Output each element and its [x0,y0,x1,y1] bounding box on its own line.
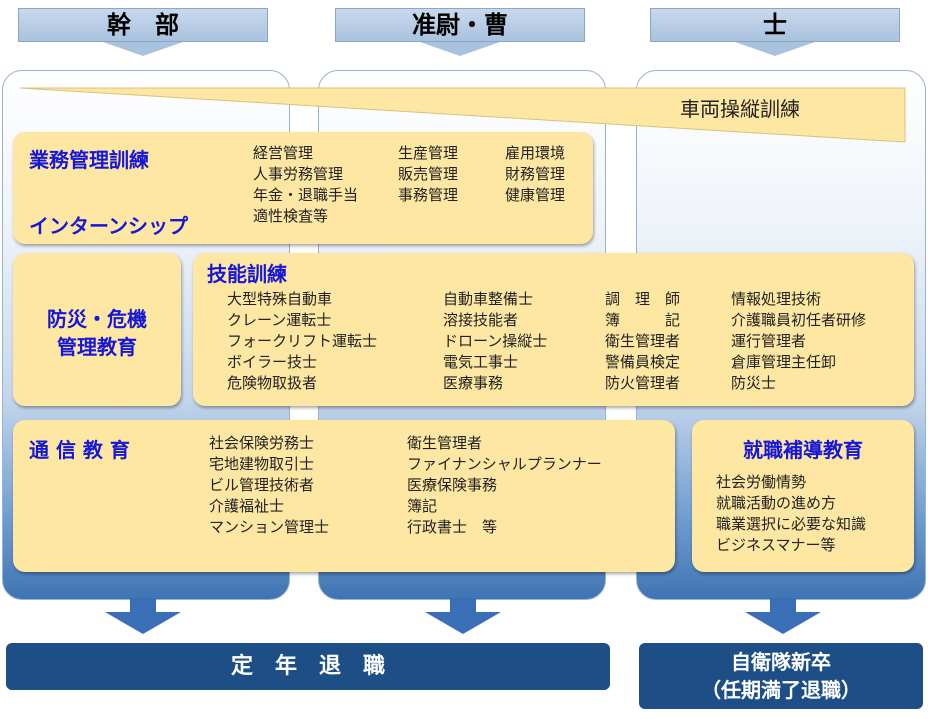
list-item: 衛生管理者 [407,434,483,452]
list-item: 就職活動の進め方 [716,494,837,512]
list-item: ファイナンシャルプランナー [407,455,602,473]
disaster-title-line1: 防災・危機 [47,307,147,331]
list-item: 宅地建物取引士 [209,455,315,473]
list-item: 職業選択に必要な知識 [716,515,867,533]
header-officers-arrow-icon [103,42,183,56]
header-warrant-nco-arrow-icon [420,42,500,56]
list-item: 社会労働情勢 [716,473,807,491]
business-training-title: 業務管理訓練 [29,148,149,172]
list-item: 自動車整備士 [443,290,534,308]
list-item: 危険物取扱者 [227,374,318,392]
list-item: 大型特殊自動車 [227,290,333,308]
list-item: 医療事務 [443,374,504,392]
list-item: 調 理 師 [605,290,681,308]
list-item: 倉庫管理主任卸 [731,353,837,371]
arrow-down-icon [745,612,821,634]
job-guidance-list: 社会労働情勢 就職活動の進め方 職業選択に必要な知識 ビジネスマナー等 [716,472,866,556]
list-item: 介護福祉士 [209,497,285,515]
list-item: 防火管理者 [605,374,681,392]
list-item: 生産管理 [398,144,459,162]
list-item: 情報処理技術 [731,290,822,308]
correspondence-col1: 社会保険労務士 宅地建物取引士 ビル管理技術者 介護福祉士 マンション管理士 [209,433,329,538]
internship-title: インターンシップ [29,214,188,238]
header-warrant-nco: 准尉・曹 [335,8,585,42]
business-col3: 雇用環境 財務管理 健康管理 [505,143,565,206]
list-item: 溶接技能者 [443,311,519,329]
list-item: マンション管理士 [209,518,330,536]
skills-col3: 調 理 師 簿 記 衛生管理者 警備員検定 防火管理者 [605,289,680,394]
list-item: 年金・退職手当 [253,186,359,204]
list-item: 電気工事士 [443,353,519,371]
list-item: 行政書士 等 [407,518,498,536]
list-item: ビル管理技術者 [209,476,315,494]
list-item: 適性検査等 [253,207,329,225]
list-item: 衛生管理者 [605,332,681,350]
list-item: フォークリフト運転士 [227,332,378,350]
list-item: ビジネスマナー等 [716,536,836,554]
business-col1: 経営管理 人事労務管理 年金・退職手当 適性検査等 [253,143,358,227]
sdf-graduate-line1: 自衛隊新卒 [731,650,831,674]
list-item: 簿 記 [605,311,681,329]
sdf-graduate-line2: （任期満了退職） [701,678,861,702]
list-item: 事務管理 [398,186,459,204]
business-training-panel: 業務管理訓練 インターンシップ 経営管理 人事労務管理 年金・退職手当 適性検査… [13,132,593,244]
arrow-nco-stem [450,598,476,612]
list-item: 警備員検定 [605,353,681,371]
list-item: 雇用環境 [505,144,566,162]
job-guidance-panel: 就職補導教育 社会労働情勢 就職活動の進め方 職業選択に必要な知識 ビジネスマナ… [692,420,914,572]
business-col2: 生産管理 販売管理 事務管理 [398,143,458,206]
vehicle-training-wedge [19,87,906,143]
disaster-title-line2: 管理教育 [57,335,137,359]
disaster-education-panel: 防災・危機 管理教育 [13,253,181,406]
list-item: ボイラー技士 [227,353,318,371]
correspondence-education-panel: 通 信 教 育 社会保険労務士 宅地建物取引士 ビル管理技術者 介護福祉士 マン… [13,420,675,572]
list-item: ドローン操縦士 [443,332,548,350]
header-enlisted-arrow-icon [735,42,815,56]
list-item: 運行管理者 [731,332,807,350]
vehicle-training-label: 車両操縦訓練 [680,97,800,121]
skills-training-title: 技能訓練 [207,262,287,286]
arrow-officers-stem [130,598,156,612]
arrow-enlisted-stem [770,598,796,612]
sdf-graduate-box: 自衛隊新卒 （任期満了退職） [639,643,923,709]
correspondence-col2: 衛生管理者 ファイナンシャルプランナー 医療保険事務 簿記 行政書士 等 [407,433,602,538]
list-item: クレーン運転士 [227,311,332,329]
skills-col2: 自動車整備士 溶接技能者 ドローン操縦士 電気工事士 医療事務 [443,289,547,394]
list-item: 介護職員初任者研修 [731,311,867,329]
correspondence-title: 通 信 教 育 [29,438,130,462]
list-item: 人事労務管理 [253,165,344,183]
list-item: 販売管理 [398,165,459,183]
list-item: 医療保険事務 [407,476,498,494]
list-item: 防災士 [731,374,777,392]
list-item: 経営管理 [253,144,314,162]
arrow-down-icon [105,612,181,634]
retirement-box: 定 年 退 職 [6,643,610,690]
skills-training-panel: 技能訓練 大型特殊自動車 クレーン運転士 フォークリフト運転士 ボイラー技士 危… [193,253,914,406]
job-guidance-title: 就職補導教育 [743,438,863,462]
arrow-down-icon [425,612,501,634]
header-enlisted: 士 [650,8,900,42]
list-item: 健康管理 [505,186,566,204]
header-officers: 幹 部 [18,8,268,42]
list-item: 社会保険労務士 [209,434,315,452]
list-item: 簿記 [407,497,438,515]
skills-col1: 大型特殊自動車 クレーン運転士 フォークリフト運転士 ボイラー技士 危険物取扱者 [227,289,377,394]
skills-col4: 情報処理技術 介護職員初任者研修 運行管理者 倉庫管理主任卸 防災士 [731,289,866,394]
list-item: 財務管理 [505,165,566,183]
